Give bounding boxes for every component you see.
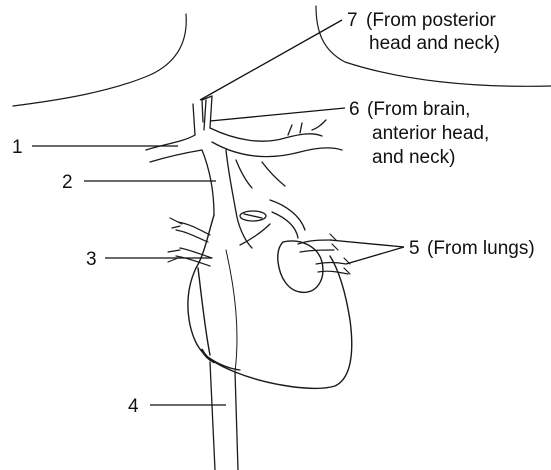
labels: 1 2 3 4 5 (From lungs) 6 (From brain, an… [12,10,535,417]
label-1: 1 [12,137,23,158]
right-pulmonary-veins [298,234,350,274]
leader-6 [210,108,345,121]
label-2: 2 [62,172,73,193]
label-5-number: 5 [409,238,420,259]
left-pulmonary-veins [168,218,212,266]
label-4: 4 [128,396,139,417]
inferior-vena-cava [202,350,240,470]
label-6-line2: anterior head, [372,123,489,144]
label-5-text: (From lungs) [427,238,535,259]
leader-5b [346,247,404,264]
leader-7 [200,20,342,100]
brachiocephalic-vein [146,96,212,162]
superior-vena-cava [202,150,236,215]
label-7-line1: (From posterior [366,10,497,31]
label-7-line2: head and neck) [369,33,500,54]
label-6-line3: and neck) [372,147,455,168]
leader-5a [330,240,404,247]
label-3: 3 [86,249,97,270]
label-6-line1: (From brain, [367,99,470,120]
leader-lines [32,20,404,405]
label-7-number: 7 [347,10,358,31]
label-6-number: 6 [349,99,360,120]
